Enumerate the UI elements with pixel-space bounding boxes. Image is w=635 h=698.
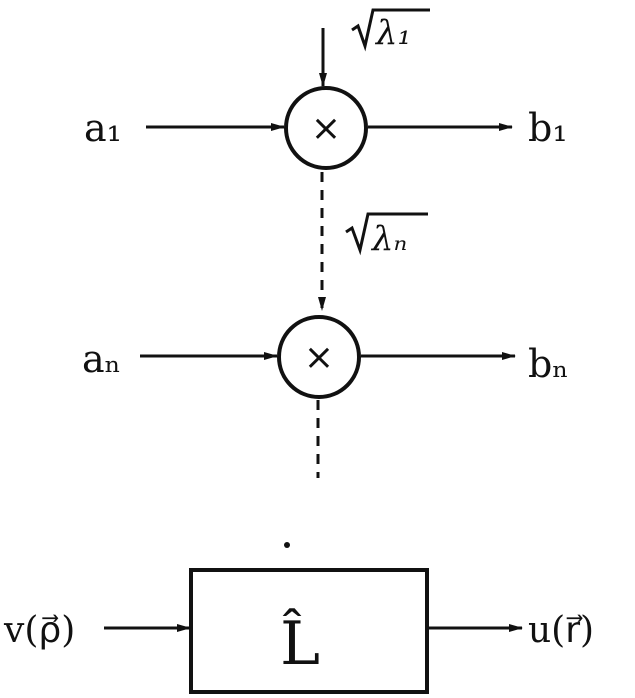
top-sqrt-sign	[351, 8, 430, 52]
top-multiplier-circle	[284, 86, 368, 170]
top-output-label: b₁	[528, 106, 568, 150]
bottom-multiplier-circle	[277, 315, 361, 399]
top-multiply-symbol: ×	[311, 108, 341, 149]
stray-dot	[284, 542, 290, 548]
top-multiplier: λ₁ × a₁ b₁	[84, 8, 568, 170]
bottom-gain-label: λₙ	[370, 219, 407, 259]
top-input-label: a₁	[84, 106, 122, 150]
bottom-sqrt-sign	[345, 212, 428, 256]
bottom-input-label: aₙ	[82, 337, 121, 381]
operator-block: L̂ v(ρ⃗) u(r⃗)	[3, 568, 594, 694]
operator-output-label: u(r⃗)	[528, 610, 594, 651]
bottom-output-label: bₙ	[528, 342, 569, 386]
bottom-multiplier: λₙ × aₙ bₙ	[82, 212, 569, 399]
bottom-multiply-symbol: ×	[304, 337, 334, 378]
operator-label: L̂	[280, 608, 320, 679]
operator-box	[189, 568, 429, 694]
operator-input-label: v(ρ⃗)	[3, 610, 75, 651]
top-gain-label: λ₁	[374, 13, 411, 53]
